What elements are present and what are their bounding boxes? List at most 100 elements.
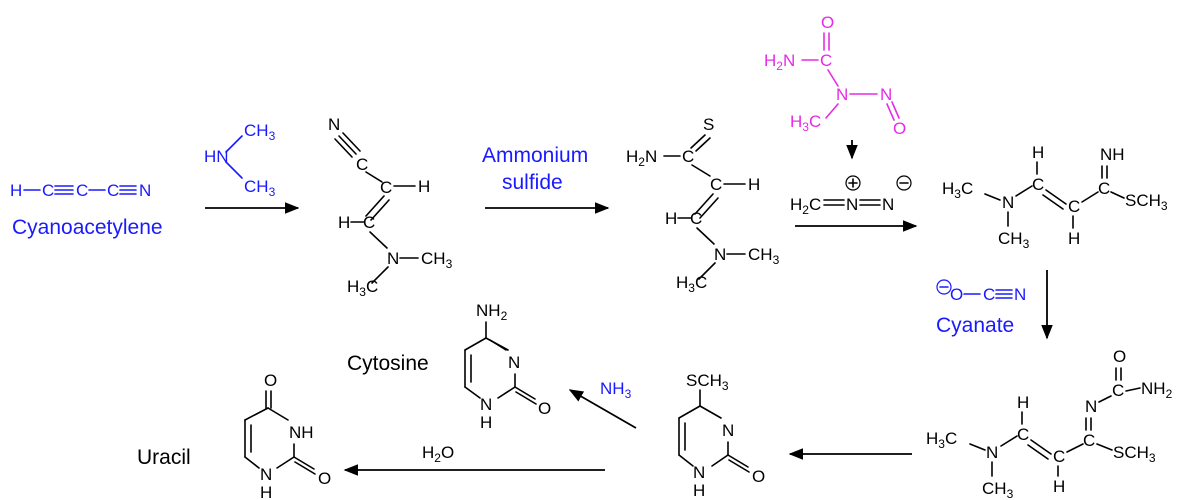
svg-text:N: N (882, 195, 894, 214)
svg-text:O: O (950, 285, 963, 304)
svg-text:N: N (693, 463, 705, 482)
label-uracil: Uracil (137, 446, 191, 469)
svg-text:H3C: H3C (926, 429, 957, 451)
svg-text:N: N (328, 115, 340, 134)
svg-text:SCH3: SCH3 (686, 371, 729, 393)
dimethylamine-reagent: HN CH3 CH3 (204, 121, 276, 199)
svg-text:C: C (42, 181, 54, 200)
reagent-nh3-text: NH (600, 379, 625, 398)
svg-text:H3C: H3C (942, 179, 973, 201)
svg-text:SCH3: SCH3 (1125, 191, 1168, 213)
svg-text:C: C (1068, 197, 1080, 216)
carbamoyl-thioimidate-structure: O C NH2 N C SCH3 C H C H N H3C CH3 (926, 347, 1173, 500)
svg-text:H: H (665, 209, 677, 228)
svg-text:C: C (356, 155, 368, 174)
svg-text:C: C (1098, 179, 1110, 198)
svg-text:H3C: H3C (676, 273, 707, 295)
arrow-step-6 (568, 389, 637, 429)
svg-text:N: N (986, 443, 998, 462)
label-cyanoacetylene: Cyanoacetylene (12, 216, 163, 239)
svg-text:N: N (1002, 193, 1014, 212)
svg-text:O: O (538, 399, 551, 418)
thioamide-structure: S H2N C C H H C N CH3 H3C (626, 115, 780, 295)
svg-text:C: C (690, 209, 702, 228)
svg-text:O: O (264, 371, 277, 390)
svg-text:NH2: NH2 (476, 301, 508, 323)
svg-text:NH: NH (289, 423, 314, 442)
svg-text:CH3: CH3 (244, 121, 276, 143)
dimethylamine-hn: HN (204, 147, 229, 166)
svg-text:N: N (139, 181, 151, 200)
svg-text:O: O (752, 467, 765, 486)
svg-text:N: N (260, 465, 272, 484)
svg-text:C: C (363, 213, 375, 232)
svg-text:C: C (983, 285, 995, 304)
dimethylaminoacrylonitrile-structure: N C C H H C N CH3 H3C (328, 115, 453, 299)
svg-text:CH3: CH3 (421, 249, 453, 271)
svg-text:H: H (748, 175, 760, 194)
svg-text:C: C (380, 178, 392, 197)
diazomethane-structure: H2C N N (790, 175, 912, 217)
svg-text:H3C: H3C (790, 112, 821, 134)
svg-text:C: C (107, 181, 119, 200)
cyanoacetylene-structure: H C C C N (10, 181, 151, 200)
svg-text:NH: NH (1100, 145, 1125, 164)
svg-text:O: O (893, 119, 906, 138)
svg-text:H: H (260, 483, 272, 500)
svg-text:H: H (338, 213, 350, 232)
svg-text:H2N: H2N (764, 51, 795, 73)
svg-text:CH3: CH3 (244, 177, 276, 199)
thioimidate-structure: NH C SCH3 C H C H N H3C CH3 (942, 143, 1168, 251)
svg-text:C: C (710, 175, 722, 194)
svg-text:H: H (1032, 143, 1044, 162)
nitrosourea-structure: O H2N C N N O H3C (764, 13, 906, 138)
svg-text:C: C (1083, 431, 1095, 450)
svg-text:N: N (722, 421, 734, 440)
svg-text:N: N (880, 85, 892, 104)
svg-text:C: C (1017, 425, 1029, 444)
label-cytosine: Cytosine (347, 352, 429, 375)
svg-text:C: C (1053, 447, 1065, 466)
svg-text:S: S (703, 115, 714, 134)
cyanate-ion-structure: O C N (936, 279, 1026, 304)
svg-text:H: H (693, 481, 705, 500)
svg-text:C: C (682, 147, 694, 166)
svg-text:C: C (76, 181, 88, 200)
svg-text:H: H (1068, 229, 1080, 248)
cytosine-structure: NH2 N O N H (464, 301, 551, 432)
svg-text:O: O (821, 13, 834, 32)
svg-text:C: C (1112, 381, 1124, 400)
svg-text:N: N (1085, 397, 1097, 416)
label-cyanate: Cyanate (936, 314, 1014, 337)
svg-text:N: N (1014, 285, 1026, 304)
svg-text:H3C: H3C (347, 277, 378, 299)
svg-text:N: N (714, 245, 726, 264)
svg-text:O: O (1113, 347, 1126, 366)
svg-text:N: N (508, 353, 520, 372)
svg-text:H2N: H2N (626, 147, 657, 169)
svg-text:SCH3: SCH3 (1113, 443, 1156, 465)
reagent-h2o: H2O (422, 443, 454, 465)
svg-text:N: N (846, 195, 858, 214)
label-ammonium-sulfide-2: sulfide (502, 171, 563, 194)
reagent-nh3: NH3 (600, 379, 632, 401)
svg-text:N: N (480, 395, 492, 414)
svg-text:C: C (820, 51, 832, 70)
svg-text:N: N (836, 85, 848, 104)
svg-text:H: H (10, 181, 22, 200)
svg-text:NH2: NH2 (1141, 379, 1173, 401)
methylthio-pyrimidinone-structure: SCH3 N O N H (678, 371, 765, 500)
svg-text:C: C (1032, 175, 1044, 194)
svg-text:CH3: CH3 (748, 245, 780, 267)
uracil-structure: O NH O N H (244, 371, 331, 500)
label-ammonium-sulfide-1: Ammonium (482, 144, 588, 167)
svg-text:CH3: CH3 (982, 479, 1014, 500)
svg-text:H: H (418, 177, 430, 196)
svg-text:H: H (480, 413, 492, 432)
svg-text:H2C: H2C (790, 195, 821, 217)
svg-text:H: H (1053, 477, 1065, 496)
svg-text:O: O (318, 469, 331, 488)
svg-text:CH3: CH3 (998, 229, 1030, 251)
svg-text:N: N (387, 249, 399, 268)
